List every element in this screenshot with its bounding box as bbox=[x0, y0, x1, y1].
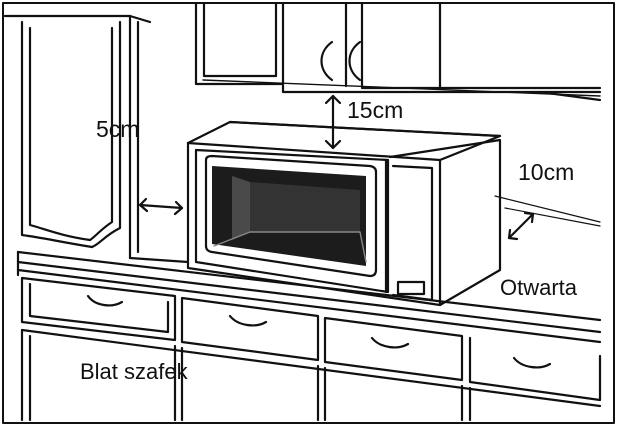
drawer-handle-2 bbox=[228, 314, 268, 327]
drawer-handle-4 bbox=[512, 356, 552, 369]
control-display bbox=[396, 280, 426, 296]
drawers bbox=[20, 276, 602, 402]
cabinet-handle-right bbox=[348, 40, 362, 82]
drawer-handle-3 bbox=[370, 336, 410, 349]
top-clearance-arrow bbox=[324, 94, 342, 150]
back-clearance-arrow bbox=[507, 211, 535, 241]
countertop-label: Blat szafek bbox=[80, 359, 188, 384]
back-clearance-label: 10cm bbox=[518, 159, 575, 185]
back-open-label: Otwarta bbox=[500, 275, 578, 300]
upper-cabinet bbox=[194, 1, 602, 102]
top-clearance-label: 15cm bbox=[347, 97, 404, 123]
microwave-oven bbox=[186, 120, 502, 307]
drawer-handle-1 bbox=[86, 294, 124, 307]
lower-cabinets bbox=[20, 328, 602, 422]
side-clearance-arrow bbox=[138, 197, 184, 216]
side-cabinet bbox=[3, 14, 152, 260]
cabinet-handle-left bbox=[320, 40, 334, 82]
wall-line bbox=[494, 195, 601, 223]
side-clearance-label: 5cm bbox=[96, 116, 140, 142]
countertop bbox=[16, 250, 602, 344]
